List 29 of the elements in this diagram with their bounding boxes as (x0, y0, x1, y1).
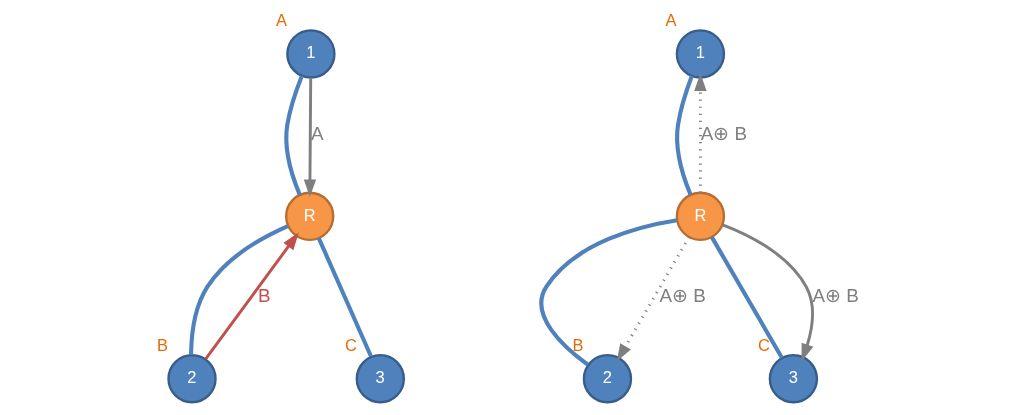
node-circle: R (675, 191, 726, 242)
node-circle: R (285, 191, 335, 242)
connector (539, 218, 678, 367)
node-label: B (572, 335, 584, 354)
connector (710, 236, 784, 359)
node-circle: 1 (286, 29, 336, 79)
node-circle: 1 (675, 29, 726, 79)
edge-label: A⊕ B (659, 285, 706, 306)
connector (675, 75, 694, 196)
node-label: A (275, 10, 287, 29)
connector (189, 224, 289, 355)
arrow (722, 223, 814, 362)
node-label: C (758, 335, 770, 354)
node-circle: 3 (768, 354, 819, 404)
edge-label: A⊕ B (700, 122, 748, 144)
node-circle: 2 (582, 354, 633, 404)
node-label: A (665, 10, 677, 29)
node-label: B (157, 335, 169, 354)
node-circle: 2 (167, 354, 217, 404)
edge-label: A⊕ B (812, 285, 859, 306)
connector (316, 237, 373, 358)
arrow (616, 236, 691, 362)
arrow (694, 73, 707, 193)
node-circle: 3 (355, 354, 406, 404)
edge-label: B (258, 285, 271, 306)
connector (284, 75, 304, 196)
arrow (204, 232, 299, 360)
arrow (303, 77, 317, 198)
node-label: C (344, 335, 357, 354)
